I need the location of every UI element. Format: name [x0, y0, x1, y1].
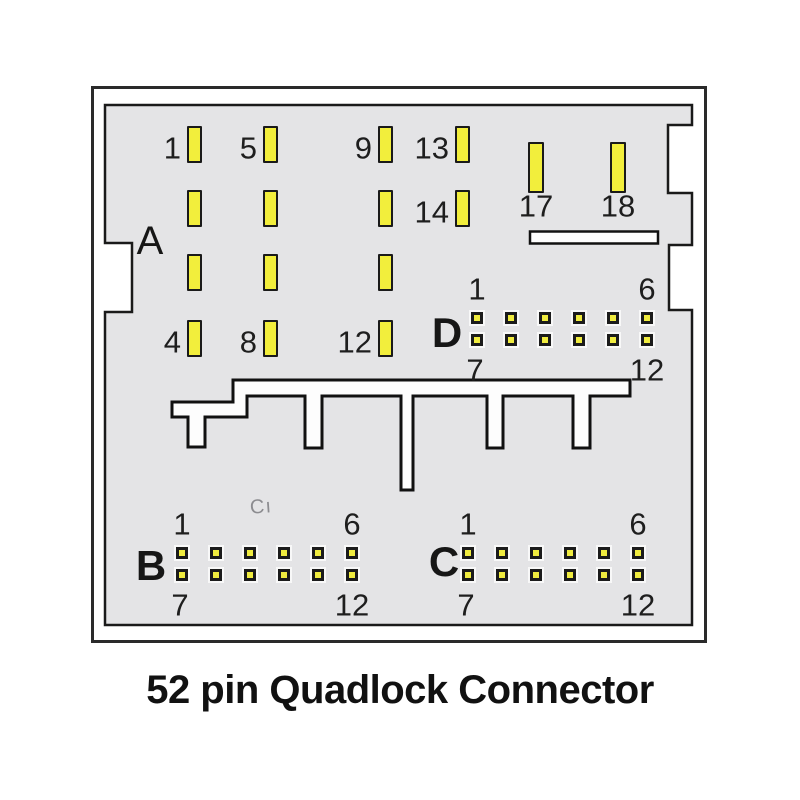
micro-pin [505, 312, 517, 324]
pin-number-label: 12 [337, 324, 372, 359]
blade-pin [187, 126, 202, 163]
blade-pin [378, 254, 393, 291]
blade-pin [187, 190, 202, 227]
pin-number-label: 1 [163, 130, 181, 165]
micro-pin [496, 569, 508, 581]
grid-corner-label: 1 [459, 506, 477, 542]
micro-pin [505, 334, 517, 346]
pin-number-label: 8 [239, 324, 257, 359]
micro-pin [530, 569, 542, 581]
blade-pin [263, 254, 278, 291]
micro-pin [607, 334, 619, 346]
diagram-caption: 52 pin Quadlock Connector [146, 668, 654, 712]
micro-pin [573, 312, 585, 324]
micro-pin [346, 569, 358, 581]
grid-corner-label: 12 [620, 587, 656, 623]
blade-pin [187, 254, 202, 291]
micro-pin [176, 569, 188, 581]
pin-number-label: 14 [414, 194, 449, 229]
pin-number-label: 9 [354, 130, 372, 165]
micro-pin [573, 334, 585, 346]
key-slot [528, 230, 660, 245]
grid-corner-label: 7 [171, 587, 189, 623]
blade-pin [263, 320, 278, 357]
micro-pin [244, 569, 256, 581]
micro-pin [471, 334, 483, 346]
pin-number-label: 17 [518, 188, 554, 224]
blade-pin [455, 190, 470, 227]
section-label-D: D [431, 309, 463, 356]
micro-pin [641, 334, 653, 346]
grid-corner-label: 12 [334, 587, 370, 623]
grid-corner-label: 6 [343, 506, 361, 542]
micro-pin [278, 547, 290, 559]
micro-pin [632, 547, 644, 559]
blade-pin [263, 190, 278, 227]
section-label-B: B [135, 542, 167, 589]
pin-number-label: 18 [600, 188, 636, 224]
micro-pin [530, 547, 542, 559]
micro-pin [598, 547, 610, 559]
micro-pin [632, 569, 644, 581]
micro-pin [312, 569, 324, 581]
micro-pin [607, 312, 619, 324]
micro-pin [346, 547, 358, 559]
blade-pin-tall [528, 142, 544, 193]
section-label-A: A [136, 219, 164, 263]
micro-pin [471, 312, 483, 324]
micro-pin [641, 312, 653, 324]
micro-pin [564, 547, 576, 559]
micro-pin [244, 547, 256, 559]
micro-pin [462, 547, 474, 559]
smudge-artifact: Cı [249, 495, 273, 519]
micro-pin [564, 569, 576, 581]
micro-pin [176, 547, 188, 559]
blade-pin [187, 320, 202, 357]
grid-corner-label: 6 [629, 506, 647, 542]
blade-pin [263, 126, 278, 163]
pin-number-label: 4 [163, 324, 181, 359]
pin-number-label: 5 [239, 130, 257, 165]
blade-pin [378, 190, 393, 227]
blade-pin [455, 126, 470, 163]
pin-number-label: 13 [414, 130, 449, 165]
blade-pin [378, 126, 393, 163]
key-comb-slot [170, 378, 632, 492]
connector-outline-svg [91, 86, 707, 643]
grid-corner-label: 7 [466, 352, 484, 388]
micro-pin [598, 569, 610, 581]
micro-pin [496, 547, 508, 559]
micro-pin [210, 569, 222, 581]
micro-pin [462, 569, 474, 581]
grid-corner-label: 12 [629, 352, 665, 388]
blade-pin [378, 320, 393, 357]
micro-pin [539, 334, 551, 346]
grid-corner-label: 1 [468, 271, 486, 307]
blade-pin-tall [610, 142, 626, 193]
grid-corner-label: 7 [457, 587, 475, 623]
grid-corner-label: 1 [173, 506, 191, 542]
micro-pin [539, 312, 551, 324]
micro-pin [210, 547, 222, 559]
section-label-C: C [428, 538, 460, 585]
micro-pin [278, 569, 290, 581]
grid-corner-label: 6 [638, 271, 656, 307]
micro-pin [312, 547, 324, 559]
